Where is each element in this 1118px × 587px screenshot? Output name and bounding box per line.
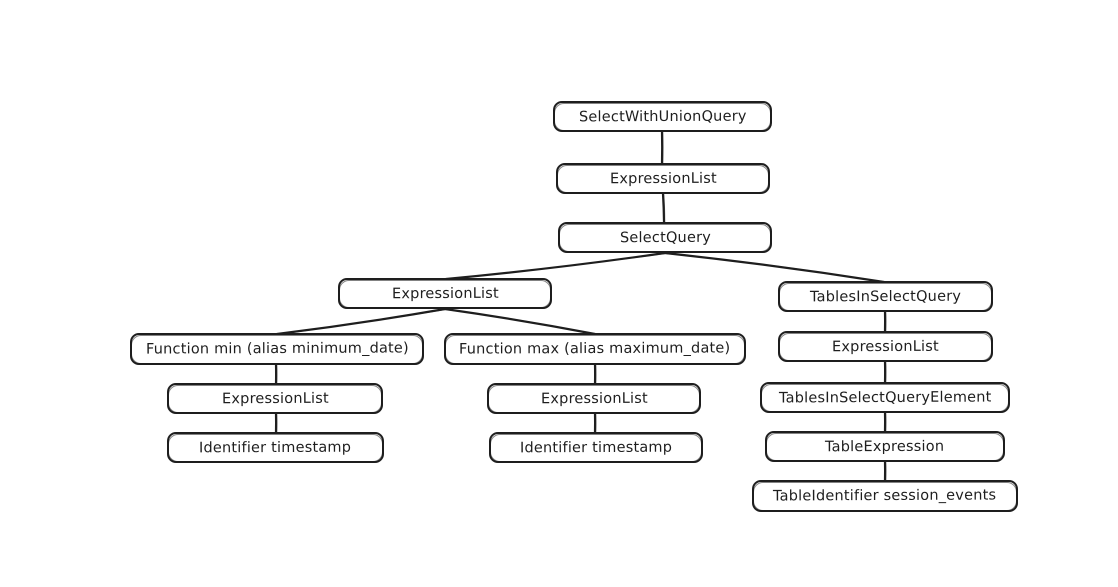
tree-node-n1[interactable]: ExpressionList [556, 163, 770, 194]
tree-node-label: ExpressionList [609, 170, 717, 187]
tree-node-label: ExpressionList [221, 390, 329, 407]
tree-node-n5[interactable]: Function min (alias minimum_date) [130, 333, 424, 365]
edge-n0-n1 [660, 130, 664, 165]
tree-node-n9[interactable]: ExpressionList [487, 383, 701, 414]
tree-node-label: ExpressionList [540, 390, 648, 407]
tree-node-label: TableExpression [825, 438, 945, 455]
edge-n1-n2 [661, 192, 666, 224]
tree-node-label: SelectQuery [619, 229, 711, 246]
tree-node-n4[interactable]: TablesInSelectQuery [778, 281, 993, 312]
edge-n2-n4 [663, 251, 886, 284]
tree-node-label: TablesInSelectQueryElement [778, 389, 992, 406]
tree-node-n6[interactable]: Function max (alias maximum_date) [444, 333, 746, 365]
tree-node-n12[interactable]: Identifier timestamp [489, 432, 703, 463]
tree-node-label: Identifier timestamp [199, 439, 352, 456]
tree-node-label: ExpressionList [391, 285, 499, 302]
edge-n3-n6 [443, 307, 597, 336]
tree-node-label: TablesInSelectQuery [809, 288, 962, 305]
tree-node-label: Identifier timestamp [519, 439, 673, 456]
tree-node-n7[interactable]: ExpressionList [778, 331, 993, 362]
edge-n7-n10 [883, 360, 887, 384]
tree-node-n11[interactable]: Identifier timestamp [167, 432, 384, 463]
edge-n10-n13 [883, 411, 887, 433]
edge-n8-n11 [274, 412, 278, 434]
tree-node-label: Function min (alias minimum_date) [145, 340, 409, 358]
edge-n5-n8 [274, 363, 278, 385]
edge-n13-n14 [883, 460, 887, 482]
edge-n6-n9 [593, 363, 597, 385]
edge-n2-n3 [444, 251, 667, 281]
tree-node-n10[interactable]: TablesInSelectQueryElement [760, 382, 1010, 413]
tree-node-label: SelectWithUnionQuery [578, 108, 747, 125]
tree-node-label: Function max (alias maximum_date) [459, 340, 731, 358]
edge-n9-n12 [593, 412, 597, 434]
tree-node-n13[interactable]: TableExpression [765, 431, 1005, 462]
tree-node-n14[interactable]: TableIdentifier session_events [752, 480, 1018, 512]
edge-n4-n7 [883, 310, 887, 333]
tree-node-n2[interactable]: SelectQuery [558, 222, 772, 253]
edge-n3-n5 [275, 307, 447, 336]
tree-node-label: ExpressionList [832, 338, 939, 355]
tree-node-label: TableIdentifier session_events [773, 487, 997, 505]
tree-node-n3[interactable]: ExpressionList [338, 278, 552, 309]
tree-node-n8[interactable]: ExpressionList [167, 383, 383, 414]
tree-node-n0[interactable]: SelectWithUnionQuery [553, 101, 772, 132]
